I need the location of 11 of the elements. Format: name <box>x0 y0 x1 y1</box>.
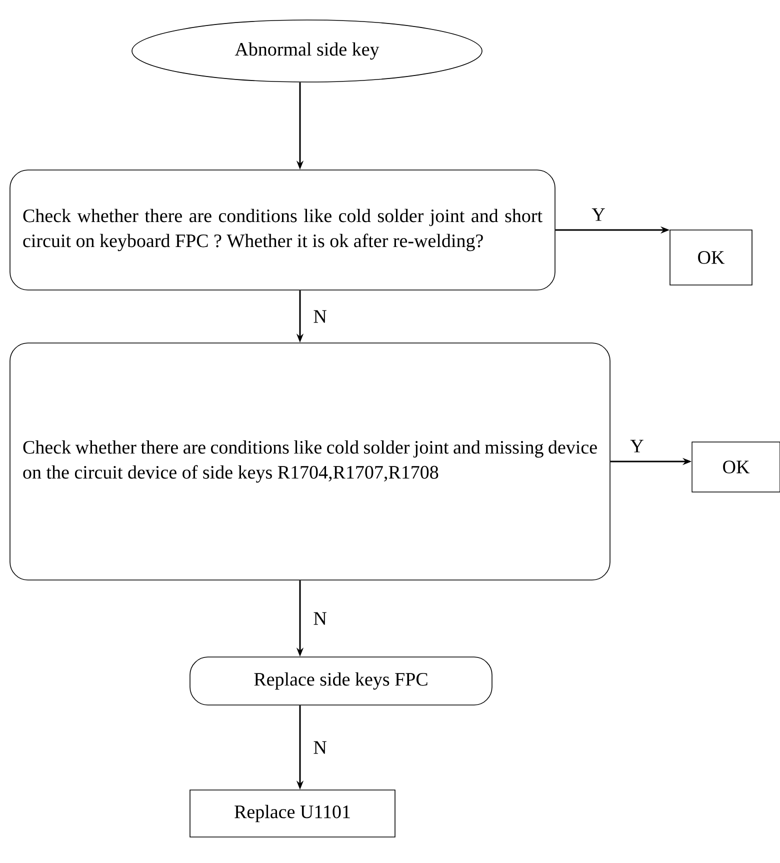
edge-label: Y <box>629 438 645 454</box>
edge-label: N <box>312 611 328 626</box>
process-box: OK <box>670 230 752 286</box>
process-box: Check whether there are conditions like cold solder joint and missing device on the circuit device of side keys R1704,R1707,R1708 <box>10 342 610 580</box>
edge-label: N <box>312 309 328 324</box>
process-box: Replace U1101 <box>190 790 396 838</box>
process-box: Replace side keys FPC <box>190 656 492 706</box>
edge-label: N <box>312 740 328 755</box>
process-box: Check whether there are conditions like cold solder joint and short circuit on keyboard FPC ? Whether it is ok after re-welding? <box>10 170 556 290</box>
process-box: OK <box>692 442 780 492</box>
edge-label: Y <box>590 207 606 222</box>
